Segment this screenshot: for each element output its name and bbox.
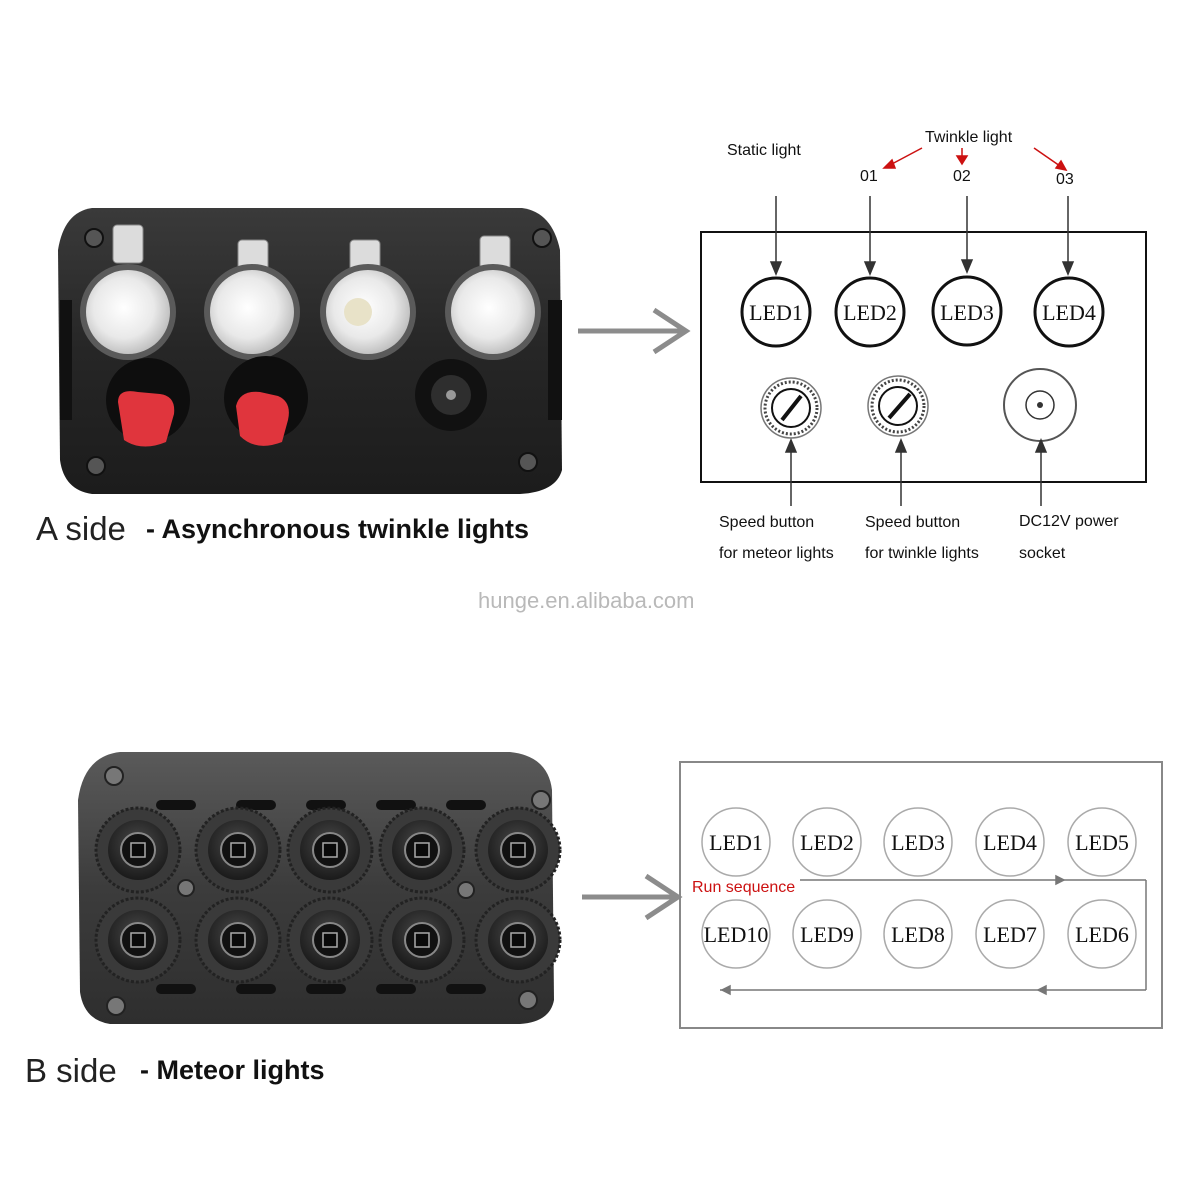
a-side-device-photo bbox=[58, 208, 562, 494]
meteor-port-5 bbox=[474, 806, 562, 894]
a-led-label-4: LED4 bbox=[1042, 300, 1096, 325]
b-led-label-7: LED7 bbox=[983, 922, 1037, 947]
watermark: hunge.en.alibaba.com bbox=[478, 588, 695, 613]
run-sequence-label: Run sequence bbox=[692, 879, 796, 896]
b-side-arrow bbox=[582, 873, 683, 921]
b-led-label-2: LED2 bbox=[800, 830, 854, 855]
meteor-port-2 bbox=[194, 806, 282, 894]
meteor-ports bbox=[94, 806, 562, 984]
meteor-port-8 bbox=[286, 896, 374, 984]
b-side-device-photo bbox=[78, 752, 562, 1024]
meteor-port-10 bbox=[474, 896, 562, 984]
dc-power-socket bbox=[415, 359, 487, 431]
speed-meteor-label-line2: for meteor lights bbox=[719, 545, 834, 562]
b-led-label-8: LED8 bbox=[891, 922, 945, 947]
twinkle-light-label: Twinkle light bbox=[925, 129, 1013, 146]
speed-meteor-label-line1: Speed button bbox=[719, 514, 815, 531]
led-lens-4 bbox=[445, 235, 541, 360]
speed-twinkle-label-line2: for twinkle lights bbox=[865, 545, 979, 562]
twinkle-number-01: 01 bbox=[860, 168, 878, 185]
meteor-port-7 bbox=[194, 896, 282, 984]
power-label-line1: DC12V power bbox=[1019, 513, 1119, 530]
b-led-label-10: LED10 bbox=[704, 922, 769, 947]
twinkle-number-02: 02 bbox=[953, 168, 971, 185]
meteor-port-1 bbox=[94, 806, 182, 894]
a-side-arrow bbox=[578, 307, 691, 355]
b-led-label-4: LED4 bbox=[983, 830, 1037, 855]
static-light-label: Static light bbox=[727, 142, 801, 159]
b-led-circle-6 bbox=[1067, 899, 1137, 969]
b-led-circle-3 bbox=[883, 807, 953, 877]
meteor-port-4 bbox=[378, 806, 466, 894]
b-side-caption-label: B side bbox=[25, 1052, 117, 1089]
twinkle-number-03: 03 bbox=[1056, 171, 1074, 188]
b-led-label-6: LED6 bbox=[1075, 922, 1129, 947]
speed-knob-twinkle-symbol bbox=[867, 375, 929, 437]
led-lens-3 bbox=[320, 239, 416, 360]
a-led-label-1: LED1 bbox=[749, 300, 803, 325]
b-led-circle-7 bbox=[975, 899, 1045, 969]
speed-twinkle-label-line1: Speed button bbox=[865, 514, 961, 531]
b-led-circle-9 bbox=[792, 899, 862, 969]
speed-knob-meteor bbox=[106, 358, 190, 447]
b-led-label-9: LED9 bbox=[800, 922, 854, 947]
b-led-label-5: LED5 bbox=[1075, 830, 1129, 855]
a-side-caption-label: A side bbox=[36, 510, 126, 547]
meteor-port-9 bbox=[378, 896, 466, 984]
a-led-label-2: LED2 bbox=[843, 300, 897, 325]
b-led-circle-2 bbox=[792, 807, 862, 877]
b-led-circle-8 bbox=[883, 899, 953, 969]
b-led-circle-5 bbox=[1067, 807, 1137, 877]
b-side-caption-title: - Meteor lights bbox=[140, 1055, 325, 1085]
a-led-label-3: LED3 bbox=[940, 300, 994, 325]
b-led-label-1: LED1 bbox=[709, 830, 763, 855]
meteor-port-3 bbox=[286, 806, 374, 894]
led-lens-2 bbox=[204, 239, 300, 360]
b-led-circle-4 bbox=[975, 807, 1045, 877]
a-side-caption-title: - Asynchronous twinkle lights bbox=[146, 514, 530, 544]
run-sequence-path bbox=[720, 874, 1147, 996]
speed-knob-twinkle bbox=[224, 356, 308, 446]
b-led-circle-10 bbox=[701, 899, 771, 969]
meteor-port-6 bbox=[94, 896, 182, 984]
a-side-schematic: LED1 LED2 LED3 LED4 bbox=[700, 147, 1147, 506]
b-led-label-3: LED3 bbox=[891, 830, 945, 855]
speed-knob-meteor-symbol bbox=[760, 377, 822, 439]
power-socket-symbol bbox=[1003, 368, 1077, 442]
twinkle-red-arrows bbox=[882, 147, 1068, 172]
b-led-circle-1 bbox=[701, 807, 771, 877]
led-lens-1 bbox=[80, 224, 176, 360]
power-label-line2: socket bbox=[1019, 545, 1066, 562]
